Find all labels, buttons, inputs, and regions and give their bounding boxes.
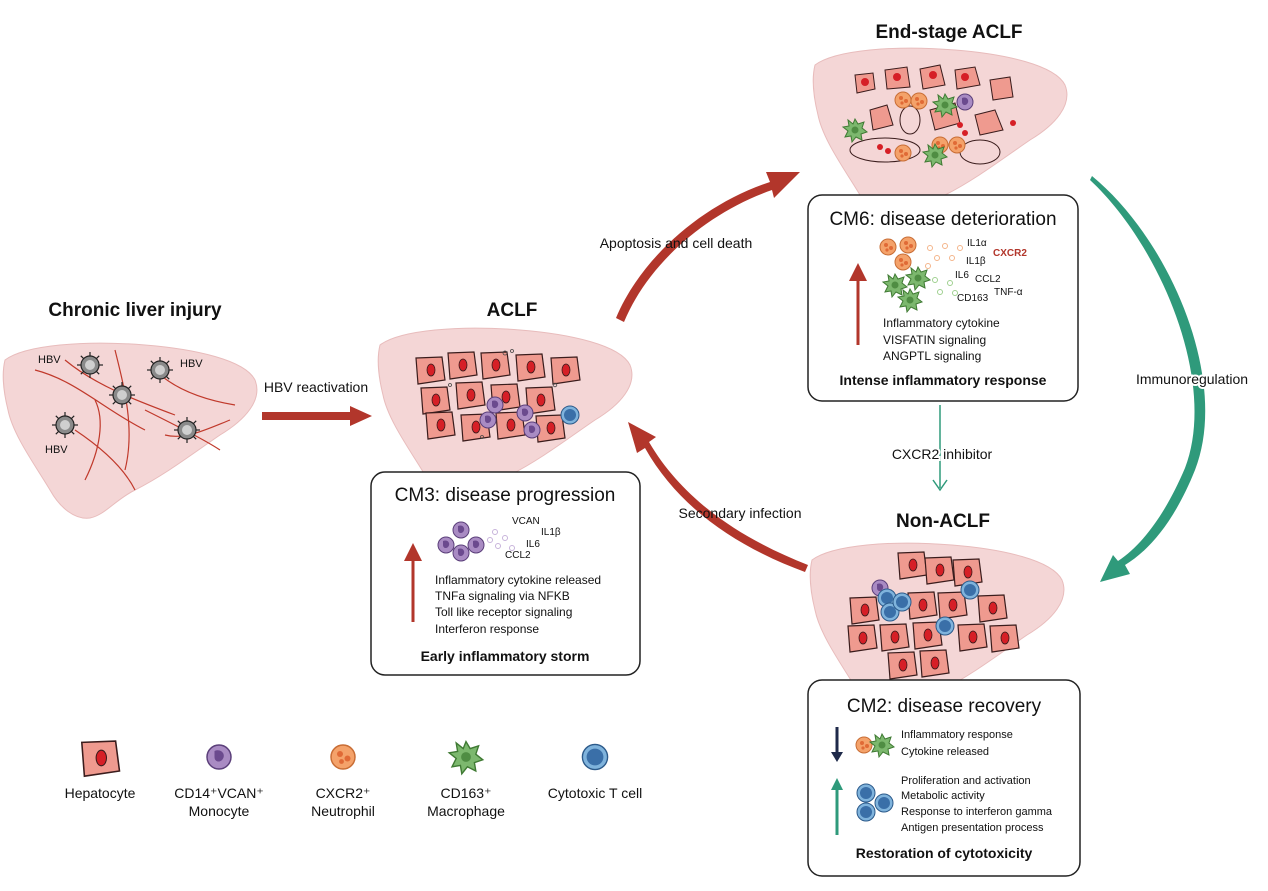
cm3-item: Interferon response — [435, 622, 539, 636]
virus-icon — [51, 411, 79, 439]
immunoregulation-label: Immunoregulation — [1136, 371, 1248, 387]
cm6-label-cxcr2: CXCR2 — [993, 248, 1027, 259]
cm6-footer: Intense inflammatory response — [840, 372, 1047, 388]
cm6-label-il1b: IL1β — [966, 256, 986, 267]
hbv-reactivation-label: HBV reactivation — [264, 379, 368, 395]
legend-label: Neutrophil — [311, 803, 375, 819]
cm3-label-il1b: IL1β — [541, 527, 561, 538]
cm3-item: TNFa signaling via NFKB — [435, 589, 570, 603]
cm3-label-ccl2: CCL2 — [505, 550, 531, 561]
t-cell-icon — [581, 743, 609, 771]
virus-icon — [76, 351, 104, 379]
virus-icon — [108, 381, 136, 409]
cm6-panel: CM6: disease deterioration IL1α CXCR2 IL… — [807, 194, 1079, 402]
cm2-title: CM2: disease recovery — [847, 696, 1042, 717]
legend-label: CD163⁺ — [441, 785, 492, 801]
virus-icon — [173, 416, 201, 444]
cm2-footer: Restoration of cytotoxicity — [856, 845, 1033, 861]
hbv-reactivation-arrow — [262, 406, 372, 426]
title-non-aclf: Non-ACLF — [896, 511, 990, 532]
legend-label: Monocyte — [189, 803, 250, 819]
end-stage-liver — [812, 47, 1068, 224]
cm2-up-item: Response to interferon gamma — [901, 806, 1053, 818]
cm3-panel: CM3: disease progression VCAN IL1β IL6 C… — [370, 471, 641, 676]
cm2-up-item: Metabolic activity — [901, 790, 985, 802]
apoptosis-label: Apoptosis and cell death — [600, 235, 753, 251]
secondary-infection-arrow — [628, 422, 808, 572]
legend-label: Hepatocyte — [65, 785, 136, 801]
cm2-up-item: Proliferation and activation — [901, 775, 1031, 787]
legend-label: CXCR2⁺ — [316, 785, 371, 801]
cm6-item: VISFATIN signaling — [883, 333, 986, 347]
cm3-title: CM3: disease progression — [395, 485, 616, 506]
legend-label: Macrophage — [427, 803, 505, 819]
legend-label: CD14⁺VCAN⁺ — [174, 785, 263, 801]
cm2-down-item: Cytokine released — [901, 746, 989, 758]
cm2-down-item: Inflammatory response — [901, 729, 1013, 741]
cm6-item: Inflammatory cytokine — [883, 316, 1000, 330]
aclf-liver — [377, 327, 633, 504]
cm3-label-vcan: VCAN — [512, 516, 540, 527]
neutrophil-icon — [330, 744, 356, 770]
monocyte-icon — [206, 744, 232, 770]
hbv-label: HBV — [45, 444, 68, 456]
cm3-footer: Early inflammatory storm — [421, 648, 590, 664]
cxcr2-inhibitor-label: CXCR2 inhibitor — [892, 446, 993, 462]
virus-icon — [146, 356, 174, 384]
apoptosis-arrow — [616, 172, 800, 322]
cm6-label-il1a: IL1α — [967, 238, 987, 249]
cm3-item: Inflammatory cytokine released — [435, 573, 601, 587]
title-aclf: ACLF — [487, 300, 538, 321]
cm3-item: Toll like receptor signaling — [435, 605, 572, 619]
cm3-label-il6: IL6 — [526, 539, 540, 550]
cm6-title: CM6: disease deterioration — [829, 209, 1056, 230]
cm2-up-item: Antigen presentation process — [901, 822, 1044, 834]
hbv-label: HBV — [38, 354, 61, 366]
cm6-label-ccl2: CCL2 — [975, 274, 1001, 285]
hbv-label: HBV — [180, 358, 203, 370]
legend: Hepatocyte CD14⁺VCAN⁺ Monocyte CXCR2⁺ Ne… — [65, 740, 642, 819]
cm6-label-il6: IL6 — [955, 270, 969, 281]
title-end-stage: End-stage ACLF — [875, 22, 1022, 43]
cm6-label-cd163: CD163 — [957, 293, 989, 304]
macrophage-icon — [448, 740, 484, 775]
chronic-liver — [2, 342, 258, 519]
cxcr2-inhibitor-arrow — [932, 405, 948, 492]
hepatocyte-icon — [81, 740, 121, 777]
secondary-infection-label: Secondary infection — [679, 505, 802, 521]
legend-label: Cytotoxic T cell — [548, 785, 642, 801]
cm6-label-tnfa: TNF-α — [994, 287, 1023, 298]
cm6-item: ANGPTL signaling — [883, 349, 981, 363]
cm2-panel: CM2: disease recovery Inflammatory respo… — [807, 679, 1081, 877]
title-chronic: Chronic liver injury — [48, 300, 222, 321]
